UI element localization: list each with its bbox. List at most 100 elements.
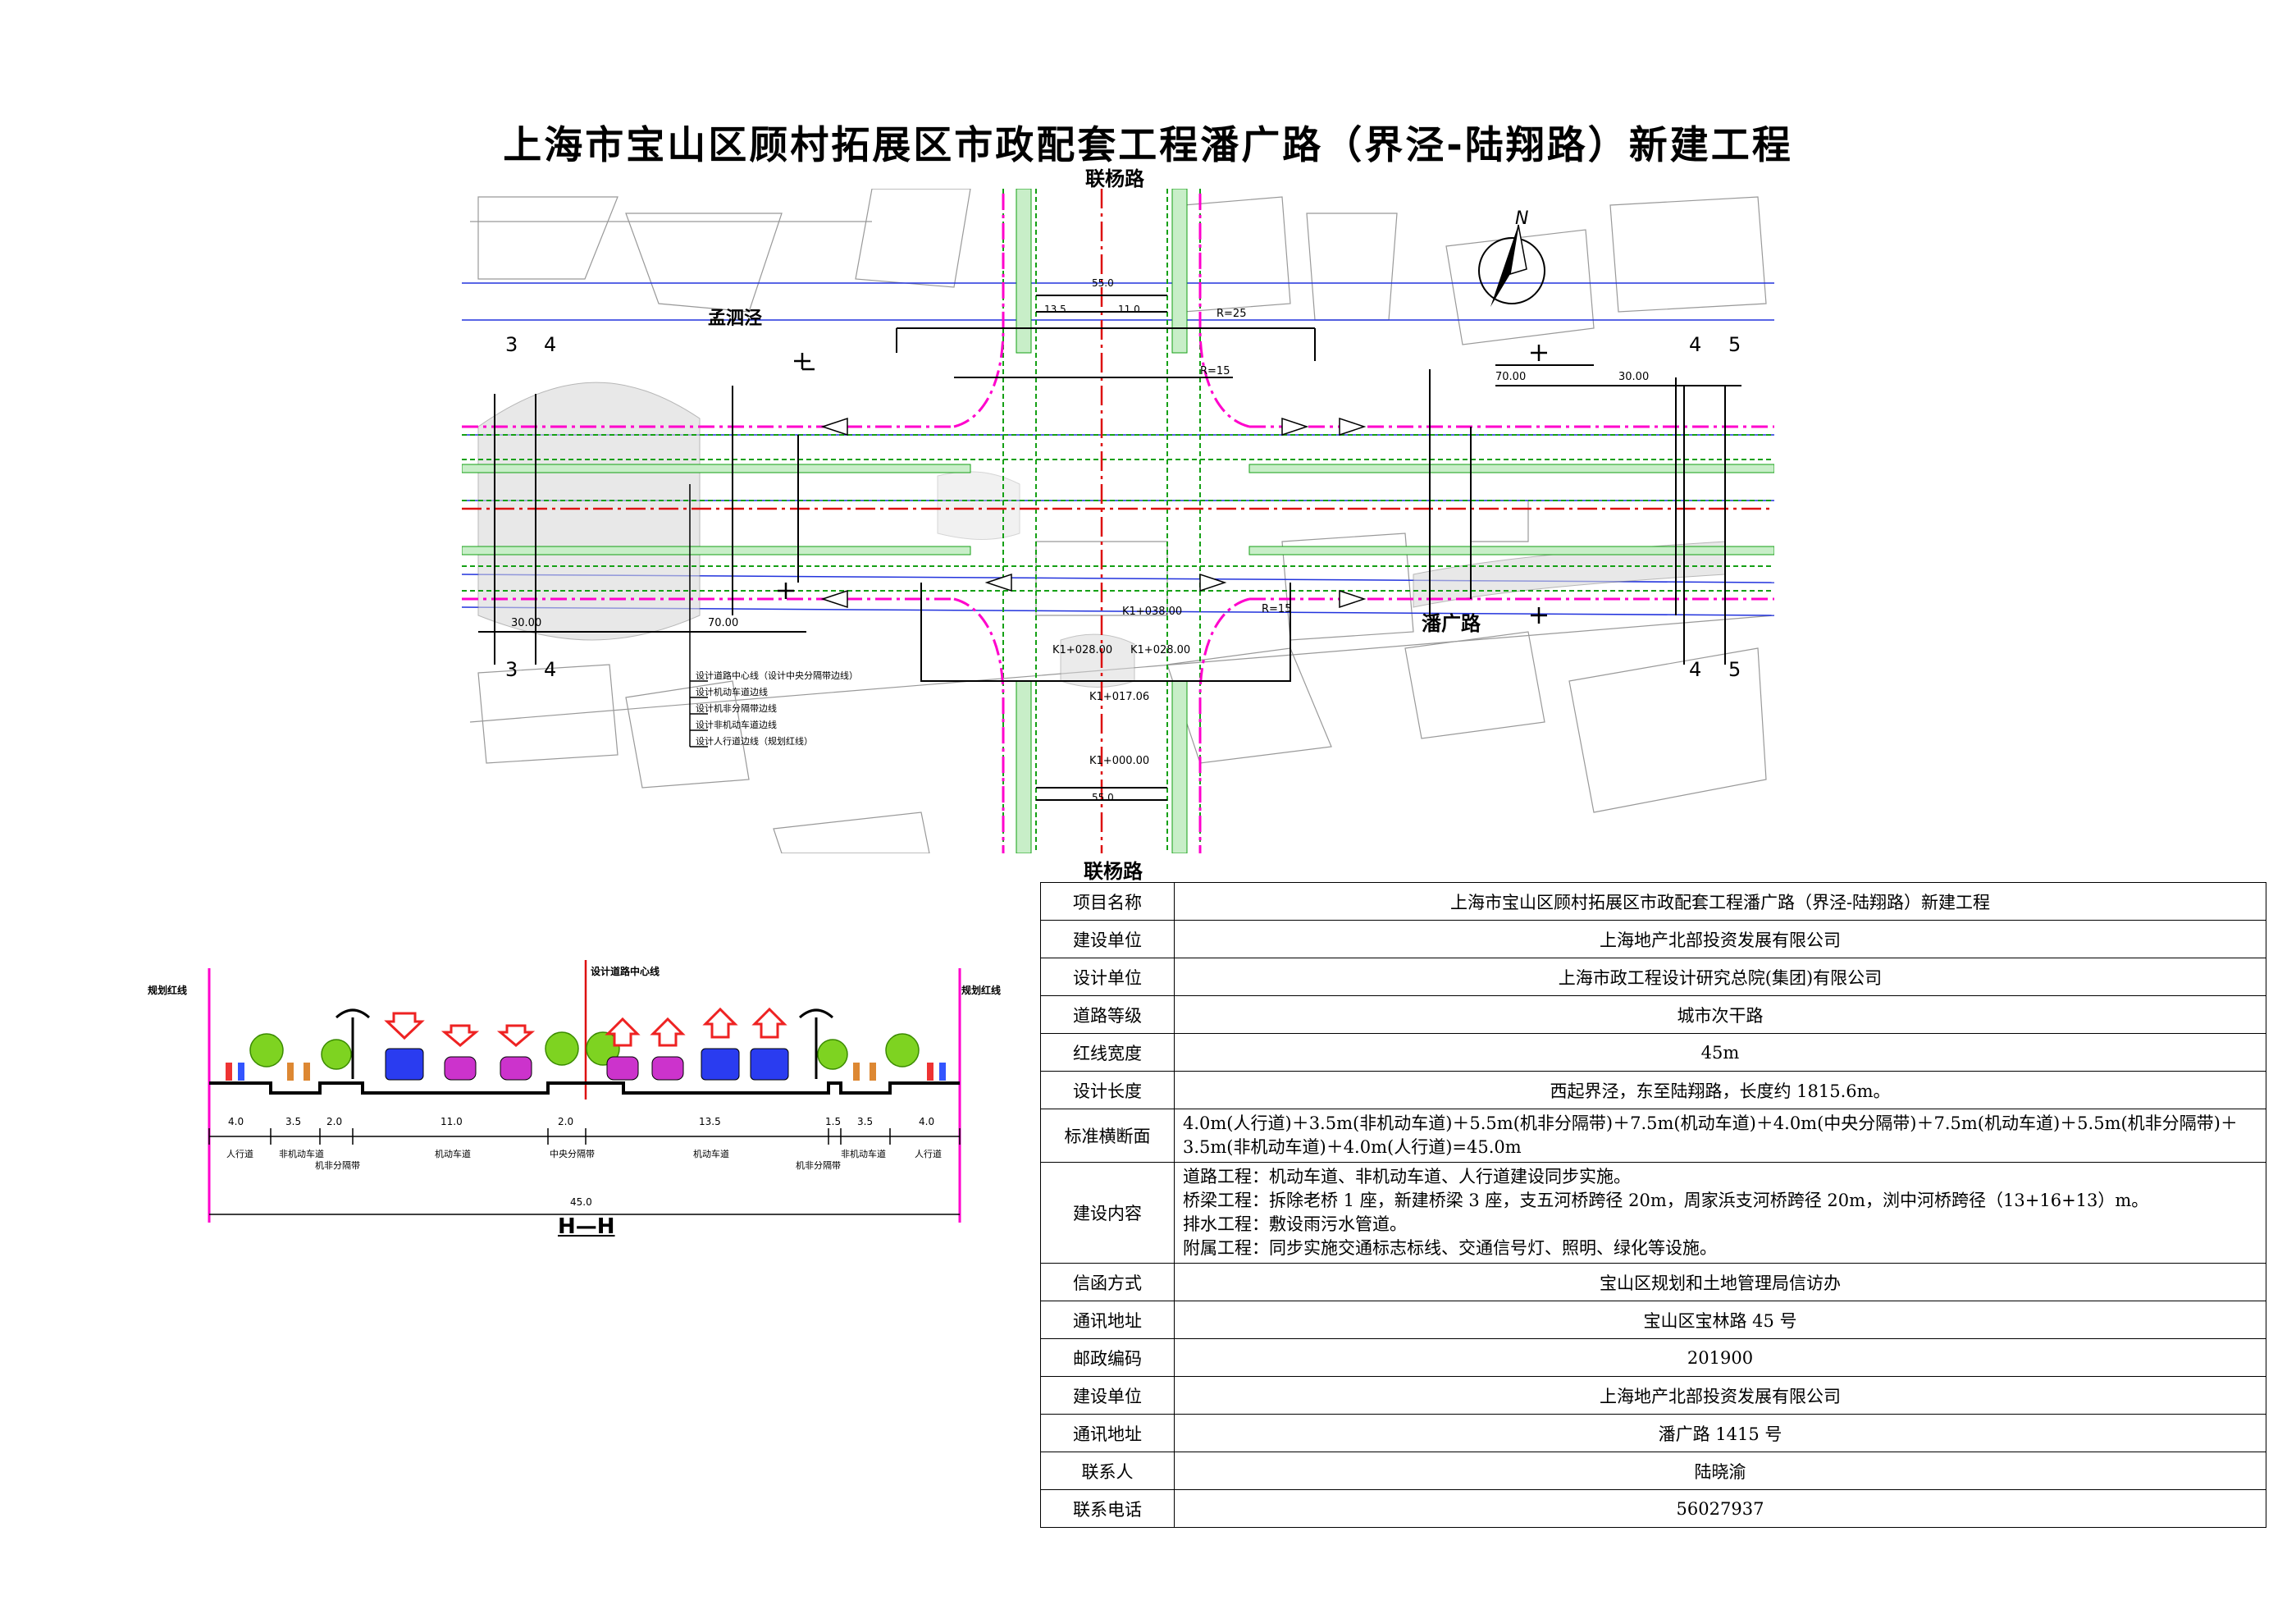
table-value: 宝山区规划和土地管理局信访办: [1174, 1263, 2266, 1301]
project-info-table: 项目名称上海市宝山区顾村拓展区市政配套工程潘广路（界泾-陆翔路）新建工程 建设单…: [1040, 882, 2266, 1528]
median-strips: [461, 188, 1775, 854]
table-value: 45m: [1174, 1033, 2266, 1072]
table-value: 潘广路 1415 号: [1174, 1414, 2266, 1452]
length-label: 30.00: [511, 617, 542, 629]
table-row: 建设单位上海地产北部投资发展有限公司: [1040, 1376, 2266, 1415]
direction-arrow-icons: [384, 1007, 787, 1047]
dim-label: 11.0: [1118, 304, 1140, 315]
table-value: 城市次干路: [1174, 995, 2266, 1034]
road-label-east: 潘广路: [1422, 612, 1481, 635]
north-arrow-icon: [1478, 224, 1545, 307]
gravel-bands: [477, 382, 1726, 688]
lane-label: 非机动车道: [841, 1149, 886, 1159]
lane-label: 机动车道: [693, 1149, 729, 1159]
table-value: 宝山区宝林路 45 号: [1174, 1301, 2266, 1339]
width-label: 3.5: [857, 1116, 874, 1127]
content-line: 桥梁工程：拆除老桥 1 座，新建桥梁 3 座，支五河桥跨径 20m，周家浜支河桥…: [1183, 1191, 2149, 1210]
table-key: 设计单位: [1040, 958, 1175, 996]
radius-label: R=25: [1216, 308, 1247, 320]
legend-item: 设计机动车道边线: [696, 687, 768, 697]
table-key: 联系人: [1040, 1452, 1175, 1490]
table-key: 通讯地址: [1040, 1414, 1175, 1452]
table-key: 设计长度: [1040, 1071, 1175, 1109]
dim-label: 55.0: [1092, 277, 1114, 289]
plan-svg: [461, 188, 1775, 854]
table-key: 建设单位: [1040, 1376, 1175, 1415]
lane-label: 人行道: [226, 1149, 253, 1159]
person-icons: [226, 1063, 946, 1081]
lamp-icons: [335, 1008, 834, 1079]
dimension-frames: [478, 295, 1741, 801]
table-row: 联系人陆晓渝: [1040, 1452, 2266, 1490]
content-line: 排水工程：敷设雨污水管道。: [1183, 1214, 1407, 1234]
tree-icons: [249, 1031, 920, 1070]
table-key: 建设内容: [1040, 1162, 1175, 1264]
width-label: 2.0: [558, 1116, 574, 1127]
section-mark: 3: [505, 333, 518, 356]
legend-item: 设计道路中心线（设计中央分隔带边线）: [696, 670, 858, 681]
red-line-label-left: 规划红线: [148, 985, 188, 996]
section-mark: 5: [1728, 658, 1741, 681]
lane-label: 非机动车道: [279, 1149, 324, 1159]
table-key: 标准横断面: [1040, 1109, 1175, 1163]
magenta-red-lines: [462, 189, 1774, 853]
plan-legend: 设计道路中心线（设计中央分隔带边线） 设计机动车道边线 设计机非分隔带边线 设计…: [696, 668, 858, 750]
table-row: 建设单位上海地产北部投资发展有限公司: [1040, 920, 2266, 958]
dimension-lines: [208, 1128, 961, 1215]
table-value: 56027937: [1174, 1489, 2266, 1528]
section-mark: 3: [505, 658, 518, 681]
table-row: 设计长度西起界泾，东至陆翔路，长度约 1815.6m。: [1040, 1071, 2266, 1109]
table-value: 道路工程：机动车道、非机动车道、人行道建设同步实施。 桥梁工程：拆除老桥 1 座…: [1174, 1162, 2266, 1264]
section-cut-marks: [778, 345, 1547, 624]
legend-item: 设计机非分隔带边线: [696, 703, 777, 714]
table-row: 信函方式宝山区规划和土地管理局信访办: [1040, 1263, 2266, 1301]
table-key: 信函方式: [1040, 1263, 1175, 1301]
table-key: 邮政编码: [1040, 1338, 1175, 1377]
page-title: 上海市宝山区顾村拓展区市政配套工程潘广路（界泾-陆翔路）新建工程: [503, 123, 1793, 168]
table-row: 通讯地址宝山区宝林路 45 号: [1040, 1301, 2266, 1339]
table-value: 4.0m(人行道)＋3.5m(非机动车道)＋5.5m(机非分隔带)＋7.5m(机…: [1174, 1109, 2266, 1163]
section-mark: 4: [1689, 333, 1702, 356]
table-key: 联系电话: [1040, 1489, 1175, 1528]
table-value: 201900: [1174, 1338, 2266, 1377]
table-row: 项目名称上海市宝山区顾村拓展区市政配套工程潘广路（界泾-陆翔路）新建工程: [1040, 882, 2266, 921]
lane-label: 机动车道: [435, 1149, 471, 1159]
table-row: 建设内容 道路工程：机动车道、非机动车道、人行道建设同步实施。 桥梁工程：拆除老…: [1040, 1162, 2266, 1264]
table-value: 上海市宝山区顾村拓展区市政配套工程潘广路（界泾-陆翔路）新建工程: [1174, 882, 2266, 921]
lane-arrows: [820, 417, 1367, 609]
section-mark: 4: [544, 658, 557, 681]
table-key: 项目名称: [1040, 882, 1175, 921]
length-label: 70.00: [1495, 371, 1527, 383]
table-value: 陆晓渝: [1174, 1452, 2266, 1490]
red-line-label-right: 规划红线: [961, 985, 1002, 996]
table-row: 道路等级城市次干路: [1040, 995, 2266, 1034]
table-value: 西起界泾，东至陆翔路，长度约 1815.6m。: [1174, 1071, 2266, 1109]
length-label: 30.00: [1618, 371, 1650, 383]
section-mark: 4: [544, 333, 557, 356]
table-value: 上海市政工程设计研究总院(集团)有限公司: [1174, 958, 2266, 996]
section-title: H—H: [558, 1214, 615, 1239]
station-label: K1+028.00: [1052, 644, 1113, 656]
lane-label: 机非分隔带: [796, 1160, 841, 1171]
lane-label: 中央分隔带: [550, 1149, 595, 1159]
road-label-north: 联杨路: [1085, 167, 1144, 190]
table-row: 设计单位上海市政工程设计研究总院(集团)有限公司: [1040, 958, 2266, 996]
width-label: 4.0: [919, 1116, 935, 1127]
station-label: K1+038.00: [1122, 606, 1183, 618]
creek-label: 孟泗泾: [708, 309, 763, 329]
section-mark: 4: [1689, 658, 1702, 681]
width-label: 4.0: [228, 1116, 244, 1127]
center-lines: [462, 189, 1774, 853]
width-label: 1.5: [825, 1116, 842, 1127]
north-label: N: [1515, 208, 1529, 229]
station-label: K1+028.00: [1130, 644, 1191, 656]
total-width-label: 45.0: [570, 1196, 592, 1208]
section-svg: [208, 960, 961, 1223]
table-key: 建设单位: [1040, 920, 1175, 958]
red-line-markers: [208, 968, 961, 1223]
road-surface: [209, 1081, 960, 1095]
